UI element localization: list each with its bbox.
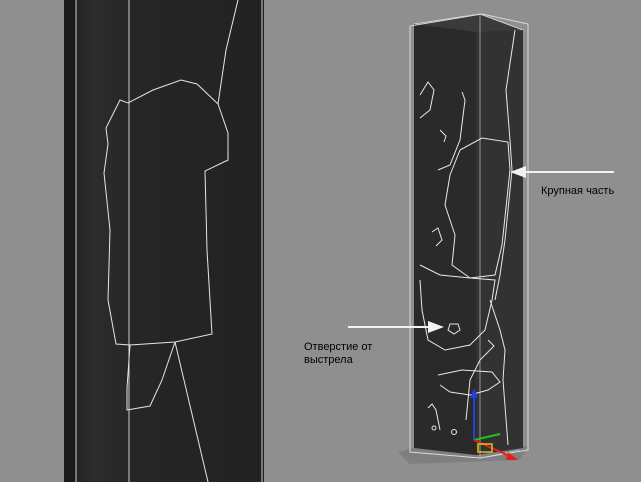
label-large-part: Крупная часть xyxy=(541,185,614,198)
pillar-body xyxy=(64,0,264,482)
label-bullet-hole: Отверстие от выстрела xyxy=(304,341,414,367)
zoomed-pillar-view xyxy=(64,0,264,482)
pillar-front-face xyxy=(414,24,476,455)
pillar-shadow-edge xyxy=(64,0,76,482)
pillar-model xyxy=(398,14,528,464)
